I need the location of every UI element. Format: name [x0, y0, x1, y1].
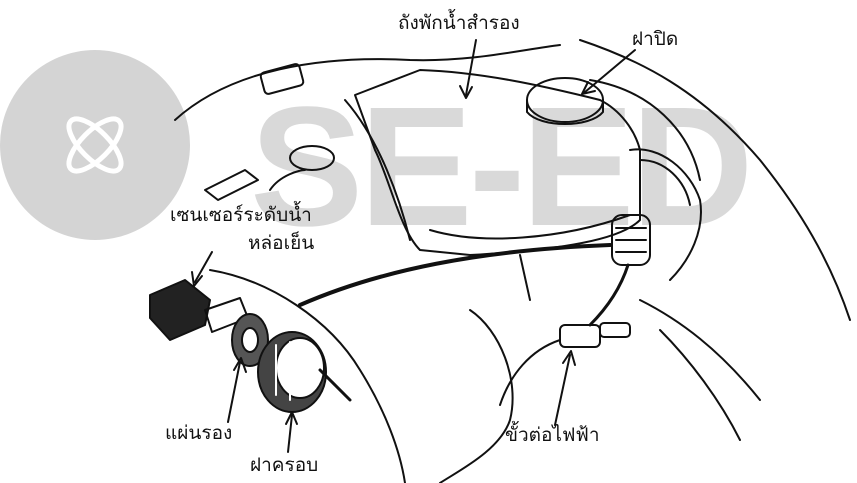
electrical-connector — [560, 325, 600, 347]
electrical-connector-plug — [600, 323, 630, 337]
label-reservoir: ถังพักน้ำสำรอง — [398, 14, 520, 33]
arrow-connector — [555, 355, 570, 425]
hood-contour — [175, 45, 560, 120]
reservoir-tank-rim — [430, 215, 630, 238]
label-sensor-line2: หล่อเย็น — [248, 234, 314, 253]
label-connector: ขั้วต่อไฟฟ้า — [505, 426, 600, 445]
fender-contour — [580, 40, 850, 320]
strut-tower-contour — [590, 80, 700, 180]
sensor-wire — [270, 170, 305, 190]
fender-sensor — [205, 170, 258, 200]
fuse-box — [260, 63, 304, 95]
cap-top — [527, 78, 603, 122]
engine-block-contour — [440, 310, 513, 483]
cap-side — [527, 100, 603, 124]
arrow-cap — [585, 50, 635, 92]
label-sensor-line1: เซนเซอร์ระดับน้ำ — [170, 206, 312, 225]
arrow-gasket — [228, 362, 240, 422]
overflow-hose-inner — [640, 160, 690, 205]
reservoir-tank-outline — [355, 70, 640, 255]
reservoir-mount — [520, 255, 530, 300]
label-cover: ฝาครอบ — [250, 456, 318, 475]
label-gasket: แผ่นรอง — [165, 424, 232, 443]
bay-edge — [345, 100, 410, 240]
exploded-cover — [258, 332, 350, 412]
pipe-contour — [640, 300, 760, 400]
wiring-harness-to-connector — [590, 265, 628, 325]
pipe-contour-2 — [660, 330, 740, 440]
grommet — [290, 146, 334, 170]
arrow-sensor — [195, 252, 212, 282]
label-cap: ฝาปิด — [632, 30, 678, 49]
